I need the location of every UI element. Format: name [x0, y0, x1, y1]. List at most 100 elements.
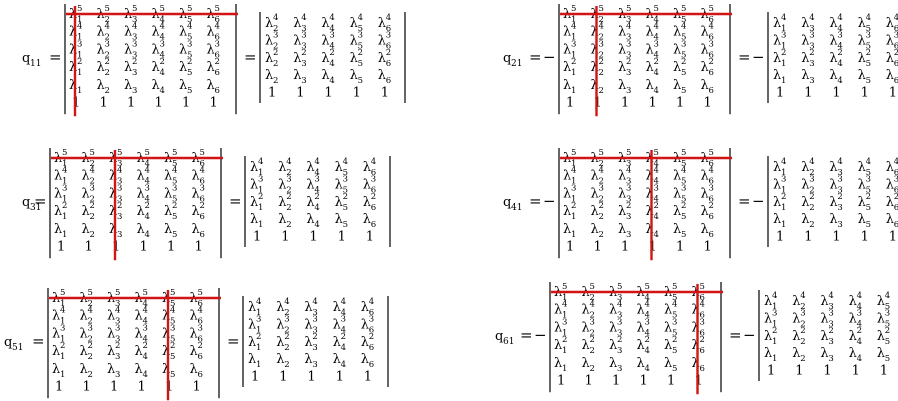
cell-lambda: λ [306, 212, 314, 227]
cell-lambda: λ [276, 317, 284, 332]
cell-lambda: λ [333, 335, 341, 350]
cell-index: 3 [837, 185, 842, 195]
cell-index: 1 [258, 203, 263, 213]
minor-cell: 1 [364, 370, 372, 385]
cell-index: 3 [115, 317, 120, 327]
cell-index: 1 [60, 334, 65, 344]
cell-index: 3 [132, 68, 137, 78]
cell-lambda: λ [829, 16, 837, 31]
cell-lambda: λ [646, 42, 654, 57]
matrix-cell: 1 [676, 96, 684, 111]
cell-lambda: λ [609, 303, 617, 318]
cell-lambda: λ [582, 320, 590, 335]
cell-lambda: λ [321, 33, 329, 48]
cell-lambda: λ [646, 186, 654, 201]
cell-index: 4 [160, 15, 165, 25]
cell-lambda: λ [162, 326, 170, 341]
cell-one: 1 [210, 96, 218, 111]
cell-lambda: λ [591, 169, 599, 184]
cell-power: 3 [358, 30, 363, 40]
cell-index: 3 [809, 24, 814, 34]
cell-index: 5 [358, 41, 363, 51]
cell-index: 6 [894, 41, 898, 51]
cell-lambda: λ [304, 352, 312, 367]
cell-power: 5 [626, 4, 631, 14]
cell-index: 4 [145, 230, 150, 240]
cell-index: 4 [654, 177, 659, 187]
cell-index: 6 [386, 59, 391, 69]
cell-lambda: λ [886, 33, 894, 48]
cell-power: 3 [654, 39, 659, 49]
cell-power: 2 [256, 332, 261, 342]
cell-power: 5 [117, 148, 122, 158]
cell-power: 5 [562, 282, 567, 292]
cell-index: 3 [626, 86, 631, 96]
equation-label-main: q [22, 195, 30, 210]
cell-power: 3 [781, 174, 786, 184]
cell-lambda: λ [107, 326, 115, 341]
cell-lambda: λ [692, 303, 700, 318]
cell-index: 4 [145, 159, 150, 169]
cell-power: 2 [314, 192, 319, 202]
matrix-cell: 1 [57, 240, 65, 255]
cell-lambda: λ [701, 186, 709, 201]
cell-index: 3 [115, 352, 120, 362]
cell-lambda: λ [877, 329, 885, 344]
cell-index: 5 [885, 354, 890, 364]
cell-power: 3 [809, 30, 814, 40]
cell-lambda: λ [801, 33, 809, 48]
cell-lambda: λ [248, 317, 256, 332]
cell-lambda: λ [361, 300, 369, 315]
cell-power: 2 [654, 57, 659, 67]
cell-lambda: λ [278, 212, 286, 227]
cell-power: 3 [562, 317, 567, 327]
cell-power: 2 [115, 341, 120, 351]
cell-lambda: λ [179, 78, 187, 93]
cell-index: 3 [828, 354, 833, 364]
cell-power: 4 [645, 300, 650, 310]
cell-power: 4 [369, 297, 374, 307]
cell-one: 1 [324, 86, 332, 101]
cell-lambda: λ [306, 177, 314, 192]
matrix-cell: 1 [612, 374, 620, 389]
cell-power: 4 [314, 157, 319, 167]
cell-index: 5 [681, 194, 686, 204]
minus-sign: − [534, 326, 547, 344]
cell-lambda: λ [179, 60, 187, 75]
cell-lambda: λ [646, 25, 654, 40]
cell-index: 4 [145, 212, 150, 222]
cell-index: 6 [371, 220, 376, 230]
cell-power: 2 [77, 57, 82, 67]
cell-index: 3 [626, 33, 631, 43]
cell-power: 3 [857, 308, 862, 318]
cell-power: 4 [781, 157, 786, 167]
cell-lambda: λ [591, 25, 599, 40]
cell-lambda: λ [673, 204, 681, 219]
cell-power: 5 [700, 282, 705, 292]
cell-lambda: λ [82, 204, 90, 219]
matrix-cell: 1 [195, 240, 203, 255]
matrix-cell: 1 [667, 374, 675, 389]
cell-lambda: λ [306, 160, 314, 175]
